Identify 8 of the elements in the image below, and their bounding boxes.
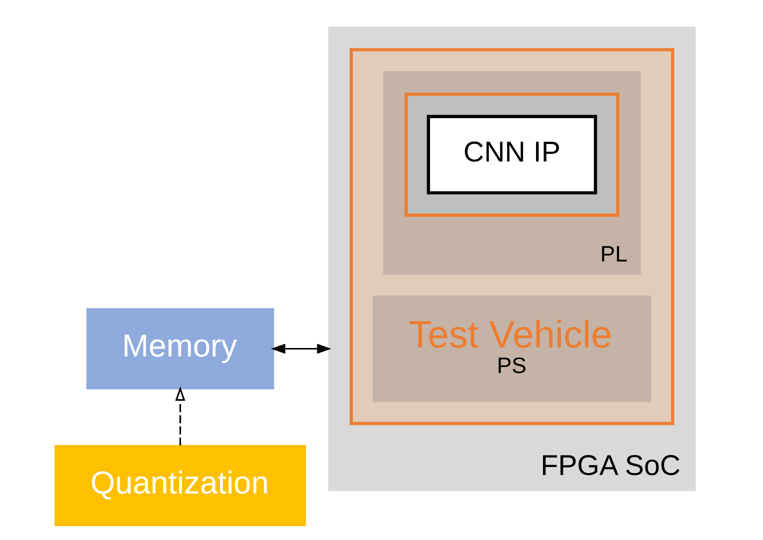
node-box: CNN IP [426,114,598,194]
cluster [350,48,674,426]
cluster [404,92,620,217]
arrow [175,386,186,446]
arrow [270,344,332,354]
node-box: Memory [86,308,274,390]
node-box: Quantization [54,445,306,526]
node-box: Test Vehicle PS [372,295,652,402]
